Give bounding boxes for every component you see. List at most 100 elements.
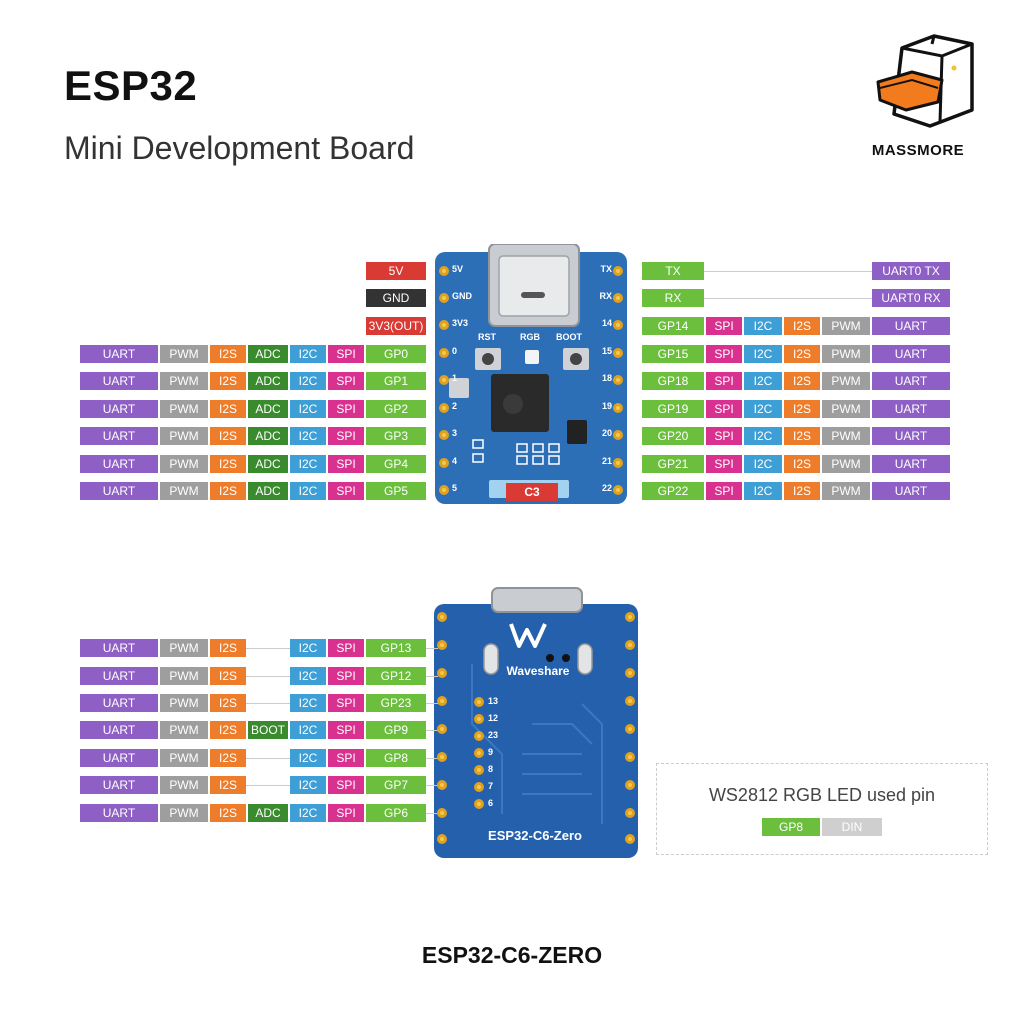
header-pin <box>439 485 449 495</box>
pin-label-spi: SPI <box>328 427 364 445</box>
pin-label-i2c: I2C <box>290 482 326 500</box>
header-pin <box>625 612 635 622</box>
button-label-rst: RST <box>478 332 496 342</box>
silkscreen-label: 1 <box>452 373 458 383</box>
pin-label-i2c: I2C <box>290 804 326 822</box>
pin-label-uart: UART <box>872 372 950 390</box>
pin-label-uart: UART <box>80 427 158 445</box>
pin-label-gp23: GP23 <box>366 694 426 712</box>
silkscreen-label: 5 <box>452 483 458 493</box>
silkscreen-label: 0 <box>452 346 458 356</box>
connector-line <box>426 703 438 704</box>
connector-line <box>704 271 872 272</box>
pin-label-i2s: I2S <box>210 400 246 418</box>
pin-label-pwm: PWM <box>822 482 870 500</box>
header-pin <box>625 640 635 650</box>
silkscreen-label: 21 <box>601 456 612 466</box>
pin-label-gp12: GP12 <box>366 667 426 685</box>
pin-label-i2s: I2S <box>784 372 820 390</box>
pin-label-i2c: I2C <box>290 400 326 418</box>
pin-label-uart: UART <box>872 427 950 445</box>
header-pin <box>613 348 623 358</box>
pin-label-i2c: I2C <box>744 317 782 335</box>
header-pin <box>625 724 635 734</box>
pin-label-pwm: PWM <box>160 455 208 473</box>
pin-label-spi: SPI <box>328 455 364 473</box>
pin-label-gp18: GP18 <box>642 372 704 390</box>
connector-line <box>426 785 438 786</box>
pin-label-i2c: I2C <box>744 427 782 445</box>
pin-label-adc: ADC <box>248 372 288 390</box>
header-pin <box>437 640 447 650</box>
pin-label-i2c: I2C <box>290 345 326 363</box>
pin-label-pwm: PWM <box>160 639 208 657</box>
pin-label-uart: UART <box>80 804 158 822</box>
silkscreen-label: 18 <box>601 373 612 383</box>
pin-label-pwm: PWM <box>160 776 208 794</box>
pin-label-spi: SPI <box>328 804 364 822</box>
pin-label-gp3: GP3 <box>366 427 426 445</box>
pin-label-gp19: GP19 <box>642 400 704 418</box>
pin-label-pwm: PWM <box>822 400 870 418</box>
pin-label-spi: SPI <box>328 345 364 363</box>
connector-line <box>246 758 290 759</box>
pin-label-uart: UART <box>80 345 158 363</box>
test-pad <box>474 765 484 775</box>
pin-label-i2s: I2S <box>210 345 246 363</box>
pin-label-pwm: PWM <box>160 804 208 822</box>
pin-label-spi: SPI <box>328 721 364 739</box>
pin-label-spi: SPI <box>706 427 742 445</box>
header-pin <box>439 458 449 468</box>
pin-label-i2s: I2S <box>210 694 246 712</box>
header-pin <box>437 696 447 706</box>
pin-label-spi: SPI <box>328 372 364 390</box>
connector-line <box>246 648 290 649</box>
test-pad <box>474 697 484 707</box>
connector-line <box>426 730 438 731</box>
silkscreen-label: 14 <box>601 318 612 328</box>
silkscreen-label: GND <box>452 291 472 301</box>
pin-label-adc: ADC <box>248 427 288 445</box>
header-pin <box>625 834 635 844</box>
pin-label-gp21: GP21 <box>642 455 704 473</box>
pin-label-i2c: I2C <box>290 667 326 685</box>
pin-label-i2s: I2S <box>784 317 820 335</box>
pin-label-pwm: PWM <box>822 317 870 335</box>
pin-label-uart: UART <box>80 639 158 657</box>
test-pad <box>474 731 484 741</box>
chip-label: C3 <box>506 483 558 501</box>
header-pin <box>439 403 449 413</box>
pin-label-i2c: I2C <box>290 776 326 794</box>
header-pin <box>625 668 635 678</box>
header-pin <box>625 780 635 790</box>
pin-label-uart: UART <box>872 317 950 335</box>
pin-label-pwm: PWM <box>822 372 870 390</box>
silkscreen-label: 3 <box>452 428 458 438</box>
pin-label-gp5: GP5 <box>366 482 426 500</box>
header-pin <box>439 266 449 276</box>
pin-label-gp0: GP0 <box>366 345 426 363</box>
header-pin <box>613 293 623 303</box>
pin-label-pwm: PWM <box>160 427 208 445</box>
pin-label-spi: SPI <box>328 400 364 418</box>
pin-label-pwm: PWM <box>160 482 208 500</box>
header-pin <box>439 375 449 385</box>
connector-line <box>704 298 872 299</box>
pin-label-i2c: I2C <box>290 749 326 767</box>
header-pin <box>613 403 623 413</box>
header-pin <box>437 834 447 844</box>
pin-label-i2s: I2S <box>210 482 246 500</box>
header-pin <box>613 320 623 330</box>
connector-line <box>246 676 290 677</box>
pin-label-i2c: I2C <box>290 639 326 657</box>
pin-label-i2s: I2S <box>210 455 246 473</box>
pin-label-uart: UART <box>80 694 158 712</box>
logo-text: MASSMORE <box>871 142 965 159</box>
pin-label-gp15: GP15 <box>642 345 704 363</box>
pin-label-i2c: I2C <box>744 482 782 500</box>
pin-label-pwm: PWM <box>160 749 208 767</box>
header-pin <box>613 485 623 495</box>
pin-label-gp4: GP4 <box>366 455 426 473</box>
pin-label-uart: UART <box>80 776 158 794</box>
silkscreen-label: 15 <box>601 346 612 356</box>
